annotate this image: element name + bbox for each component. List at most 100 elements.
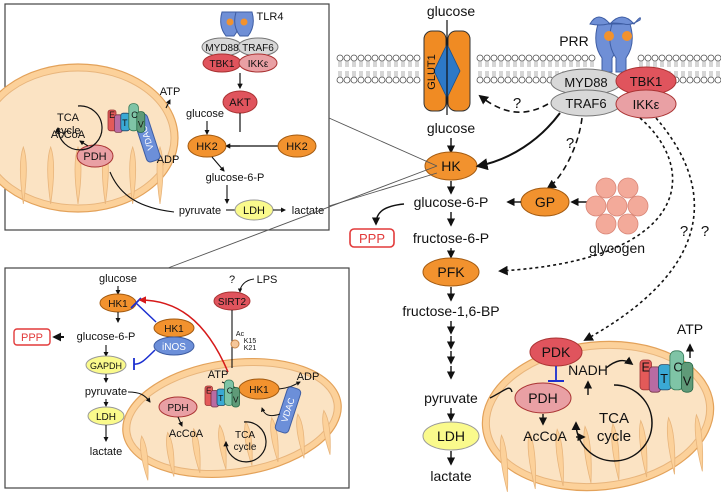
top-tca-label-1: TCA	[57, 112, 80, 124]
top-ldh-node: LDH	[234, 199, 274, 221]
gp-node: GP	[520, 187, 570, 217]
bottom-hk1-inos-complex: HK1 iNOS	[153, 318, 195, 356]
ikke-label: IKKε	[633, 97, 660, 112]
bottom-tca-label-1: TCA	[235, 430, 255, 441]
lactate-label: lactate	[430, 468, 471, 484]
bottom-inos-label: iNOS	[162, 342, 186, 353]
bottom-pyruvate-label: pyruvate	[85, 386, 127, 398]
lipid-head	[343, 54, 351, 62]
etc-label-e: E	[109, 110, 115, 120]
lipid-head	[658, 54, 666, 62]
arrow-traf6-to-hk	[475, 112, 561, 171]
lipid-head	[490, 54, 498, 62]
lipid-head	[525, 54, 533, 62]
lipid-head	[413, 54, 421, 62]
lipid-head	[644, 54, 652, 62]
etc-label-t: T	[218, 394, 223, 403]
top-hk2-bound-node: HK2	[187, 134, 227, 158]
etc-complex-v	[231, 387, 240, 408]
top-tca-label-2: cycle	[55, 125, 80, 137]
mito-crista	[270, 416, 279, 463]
lipid-head	[686, 76, 694, 84]
mito-crista	[218, 424, 227, 470]
bottom-hk1-mito-node: HK1	[238, 378, 280, 400]
glucose-outside-label: glucose	[427, 3, 475, 19]
prr-label: PRR	[559, 33, 589, 49]
mito-crista	[140, 435, 149, 481]
lipid-head	[665, 54, 673, 62]
lipid-head	[651, 54, 659, 62]
bottom-red-arrow-to-hk1	[138, 296, 229, 373]
question-mark-1: ?	[513, 95, 521, 112]
lipid-head	[707, 76, 715, 84]
bottom-ppp-label: PPP	[21, 332, 43, 344]
top-tbk1-label: TBK1	[209, 59, 234, 70]
bottom-k21-label: K21	[244, 345, 257, 352]
bottom-inos-inhibits-gapdh	[133, 349, 156, 365]
bottom-arrow-hk1-adp	[278, 381, 301, 390]
top-hk2-free-node: HK2	[277, 134, 317, 158]
top-tlr4-receptor	[220, 11, 254, 37]
bottom-lps-label: LPS	[257, 274, 278, 286]
lipid-head	[357, 76, 365, 84]
etc-label-c: C	[227, 387, 233, 396]
lipid-head	[406, 76, 414, 84]
lipid-head	[574, 54, 582, 62]
top-adp-label: ADP	[157, 154, 180, 166]
bottom-ac-label: Ac	[236, 331, 245, 338]
glycogen-granule	[606, 195, 628, 217]
glycogen-granule	[585, 195, 607, 217]
glucose-inside-label: glucose	[427, 120, 475, 136]
top-mitochondrion	[0, 63, 179, 213]
lipid-head	[567, 54, 575, 62]
pdk-node: PDK	[529, 337, 583, 367]
lipid-head	[385, 76, 393, 84]
lipid-head	[672, 54, 680, 62]
pdk-label: PDK	[542, 344, 571, 360]
top-tca-cycle: TCA cycle	[55, 105, 103, 151]
mito-crista	[166, 431, 175, 477]
bottom-ldh-node: LDH	[87, 406, 125, 426]
top-atp-label: ATP	[160, 86, 181, 98]
glycogen-cluster	[585, 177, 649, 235]
arrow-nadh-to-etc	[605, 356, 634, 369]
lipid-head	[378, 54, 386, 62]
bottom-ppp-box	[13, 328, 51, 346]
top-akt-label: AKT	[229, 97, 251, 109]
mito-crista	[639, 419, 648, 478]
mito-crista	[611, 422, 620, 481]
myd88-traf6-complex: MYD88 TRAF6	[550, 68, 622, 117]
tca-label-main-1: TCA	[599, 410, 629, 427]
top-ldh-label: LDH	[243, 205, 265, 217]
etc-label-t: T	[660, 372, 668, 386]
lipid-head	[504, 76, 512, 84]
arrow-pyruvate-to-pdh	[489, 387, 513, 399]
ldh-label: LDH	[437, 428, 465, 444]
lipid-head	[511, 76, 519, 84]
lipid-head	[399, 76, 407, 84]
top-myd88-label: MYD88	[205, 43, 239, 54]
lipid-head	[364, 76, 372, 84]
top-arrow-pyruvate-to-pdh	[109, 171, 175, 213]
lipid-head	[504, 54, 512, 62]
pfk-label: PFK	[437, 264, 465, 280]
bottom-arrow-vdac-to-etc	[261, 407, 281, 417]
bottom-hk1-mito-label: HK1	[249, 385, 269, 396]
lipid-head	[399, 54, 407, 62]
f16bp-label: fructose-1,6-BP	[402, 303, 499, 319]
tbk1-label: TBK1	[630, 74, 663, 89]
lipid-head	[511, 54, 519, 62]
bottom-glucose-label: glucose	[99, 273, 137, 285]
bottom-gapdh-node: GAPDH	[85, 355, 127, 375]
bottom-tca-cycle: TCA cycle	[223, 421, 267, 463]
etc-label-e: E	[206, 387, 212, 396]
lipid-head	[392, 76, 400, 84]
lipid-head	[371, 76, 379, 84]
lipid-head	[336, 54, 344, 62]
top-pdh-label: PDH	[83, 151, 106, 163]
dashed-arrow-to-pdk	[583, 117, 696, 341]
question-mark-2: ?	[566, 135, 574, 152]
bottom-atp-label: ATP	[208, 369, 229, 381]
lipid-head	[378, 76, 386, 84]
